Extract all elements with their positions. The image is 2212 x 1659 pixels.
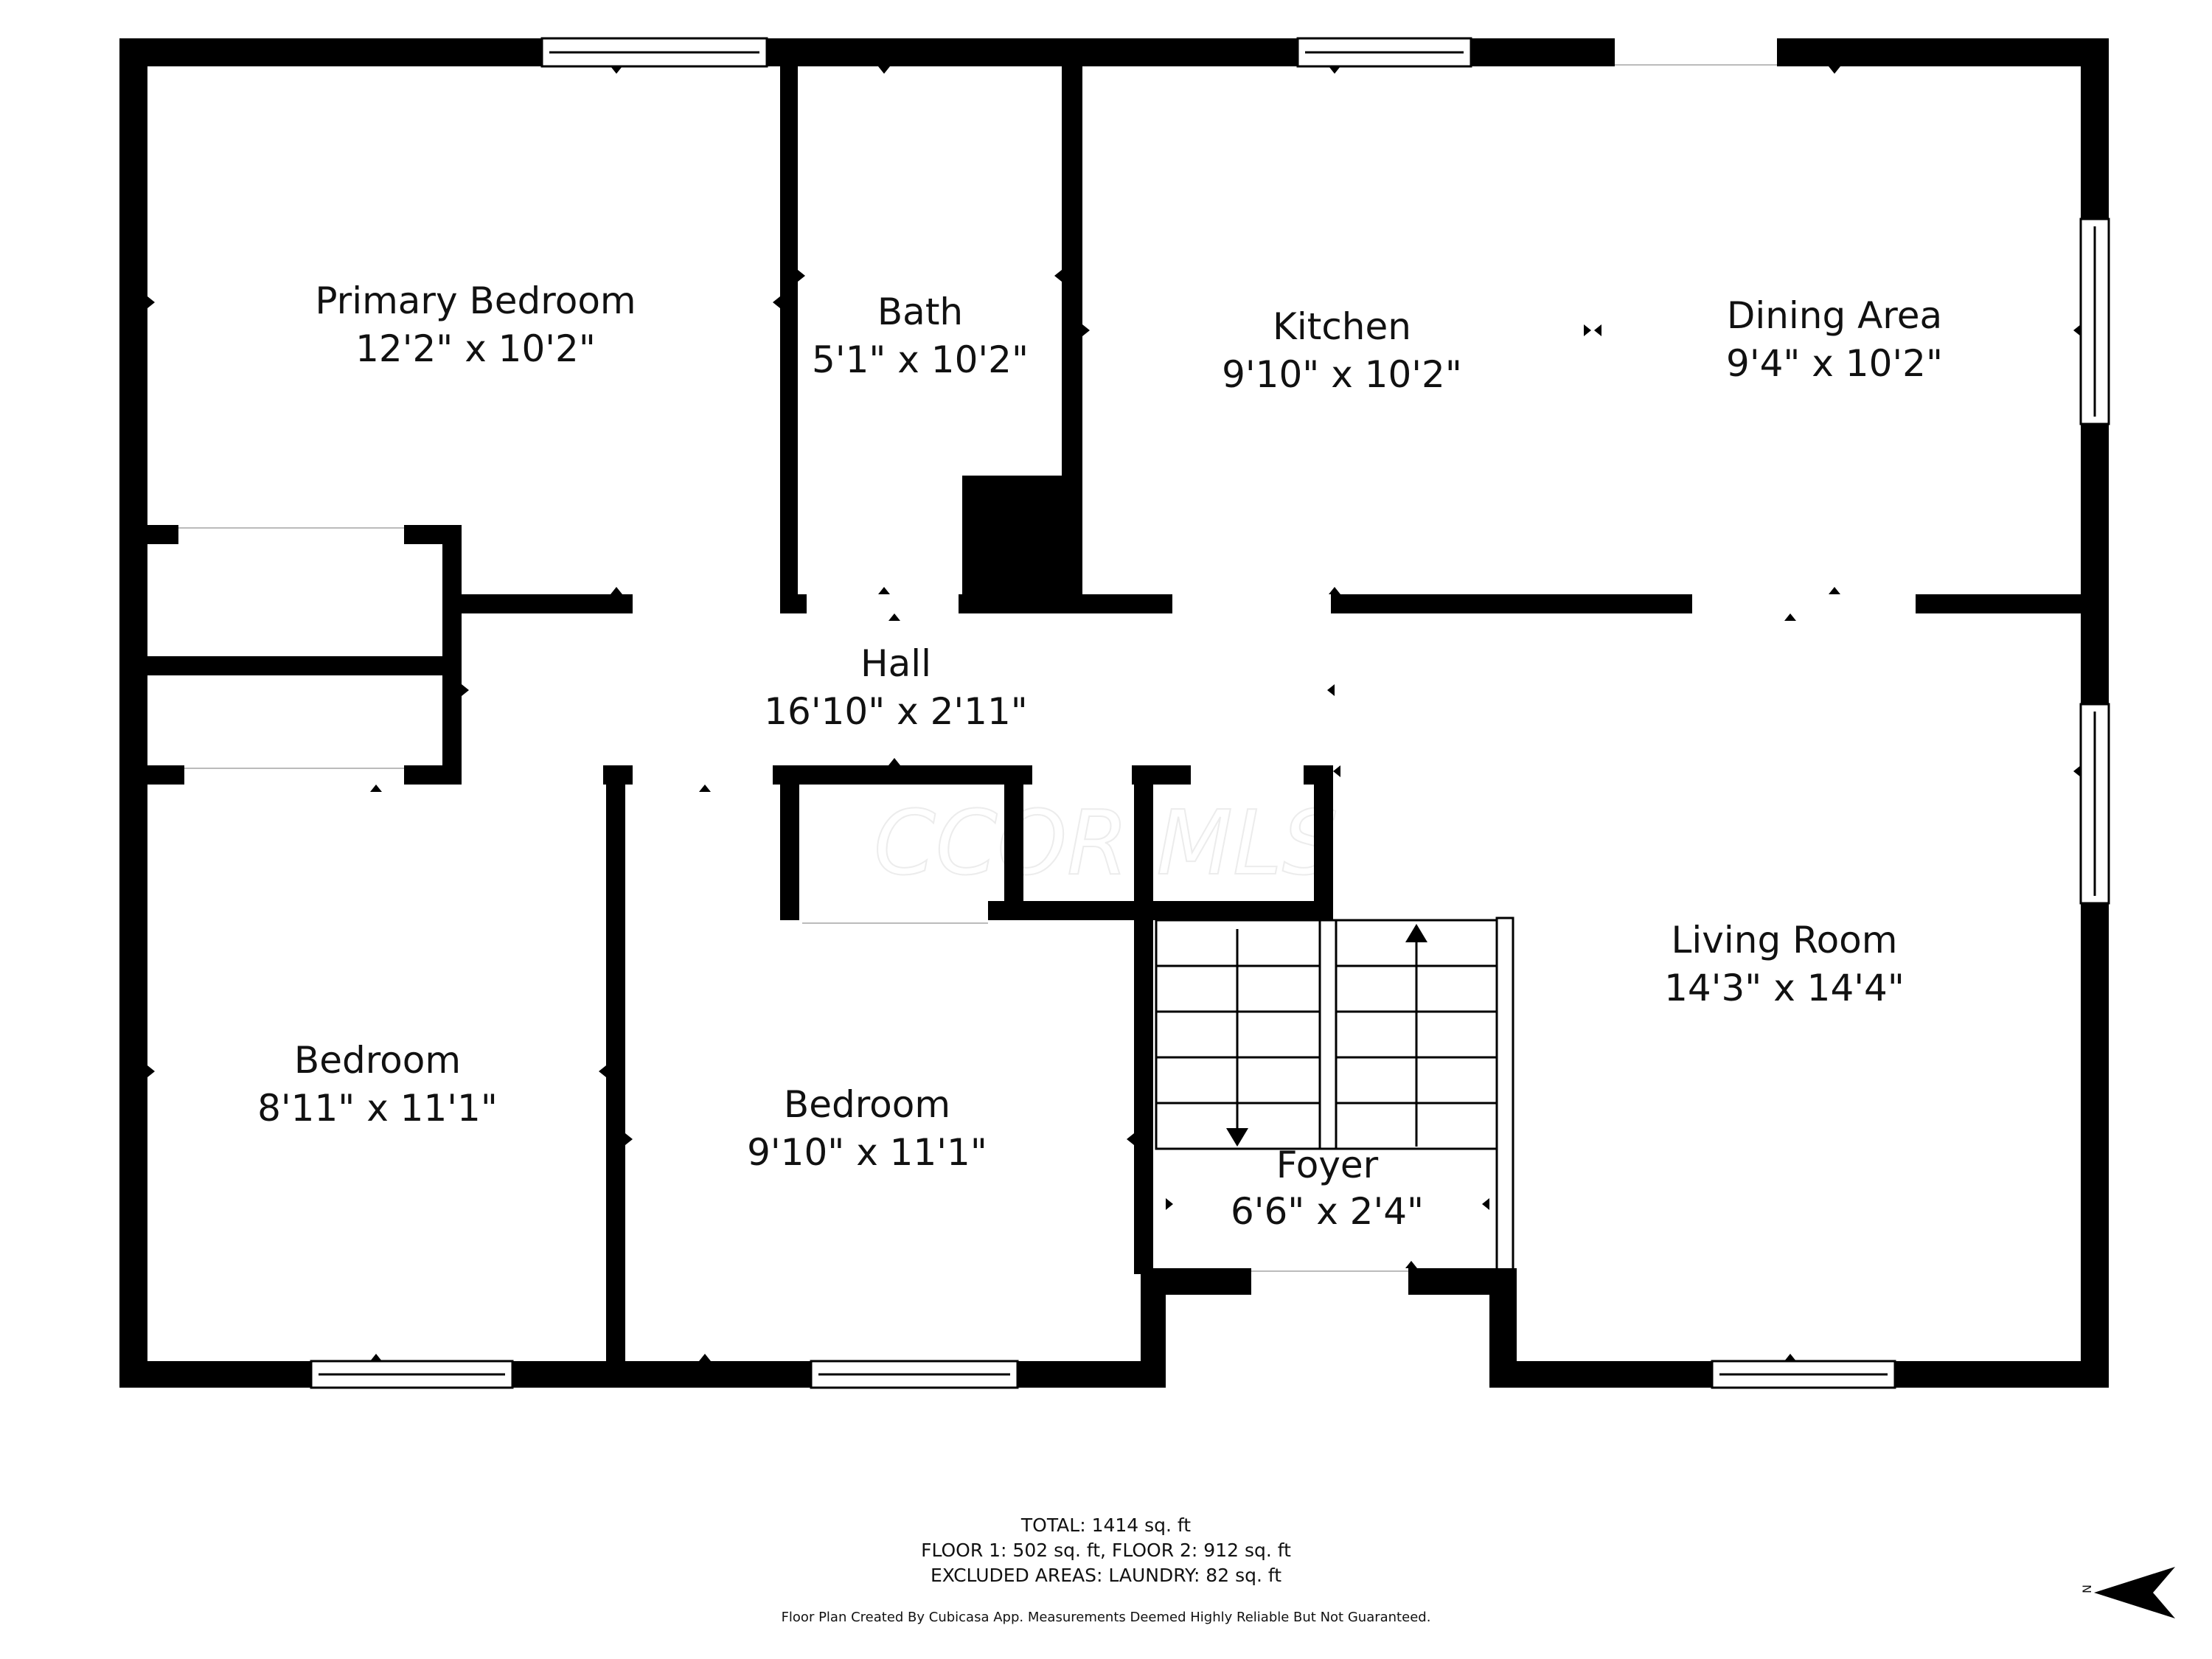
excluded-areas: EXCLUDED AREAS: LAUNDRY: 82 sq. ft (930, 1565, 1282, 1586)
room-bedroom-left: Bedroom 8'11" x 11'1" (257, 1039, 498, 1130)
area-totals: TOTAL: 1414 sq. ft FLOOR 1: 502 sq. ft, … (0, 1513, 2212, 1588)
stair-down-arrow-icon (1226, 1128, 1248, 1147)
room-dimensions: 9'10" x 11'1" (747, 1131, 987, 1174)
watermark: CCOR MLS (874, 793, 1338, 895)
windows (310, 37, 2110, 1389)
compass-label: N (2080, 1585, 2094, 1593)
room-name: Bedroom (294, 1039, 461, 1082)
room-bedroom-center: Bedroom 9'10" x 11'1" (747, 1083, 987, 1174)
room-dimensions: 9'4" x 10'2" (1726, 342, 1943, 385)
walls (119, 38, 2109, 1388)
total-area: TOTAL: 1414 sq. ft (1020, 1514, 1192, 1536)
stair-up-arrow-icon (1405, 924, 1427, 942)
room-name: Foyer (1276, 1144, 1379, 1186)
room-dimensions: 9'10" x 10'2" (1222, 353, 1462, 396)
room-name: Primary Bedroom (315, 279, 636, 322)
room-dining-area: Dining Area 9'4" x 10'2" (1726, 294, 1943, 385)
openings (178, 64, 1777, 1272)
north-arrow-icon: N (2080, 1567, 2175, 1618)
room-dimensions: 5'1" x 10'2" (812, 338, 1029, 381)
room-dimensions: 14'3" x 14'4" (1664, 967, 1905, 1009)
room-name: Living Room (1672, 919, 1898, 961)
room-primary-bedroom: Primary Bedroom 12'2" x 10'2" (315, 279, 636, 370)
room-name: Bedroom (784, 1083, 950, 1126)
stair-arrows (1226, 924, 1427, 1147)
room-living-room: Living Room 14'3" x 14'4" (1664, 919, 1905, 1009)
room-dimensions: 6'6" x 2'4" (1231, 1190, 1424, 1233)
floor-areas: FLOOR 1: 502 sq. ft, FLOOR 2: 912 sq. ft (921, 1540, 1291, 1561)
dimension-markers (147, 66, 2081, 1361)
room-dimensions: 16'10" x 2'11" (764, 690, 1028, 733)
room-name: Dining Area (1727, 294, 1942, 337)
room-hall: Hall 16'10" x 2'11" (764, 642, 1028, 733)
room-name: Hall (860, 642, 931, 685)
room-name: Bath (877, 291, 963, 333)
stairs (1155, 917, 1514, 1272)
disclaimer: Floor Plan Created By Cubicasa App. Meas… (781, 1610, 1431, 1625)
room-foyer: Foyer 6'6" x 2'4" (1231, 1144, 1424, 1233)
room-dimensions: 8'11" x 11'1" (257, 1087, 498, 1130)
room-kitchen: Kitchen 9'10" x 10'2" (1222, 305, 1462, 396)
room-bath: Bath 5'1" x 10'2" (812, 291, 1029, 381)
room-name: Kitchen (1273, 305, 1411, 348)
room-dimensions: 12'2" x 10'2" (355, 327, 596, 370)
